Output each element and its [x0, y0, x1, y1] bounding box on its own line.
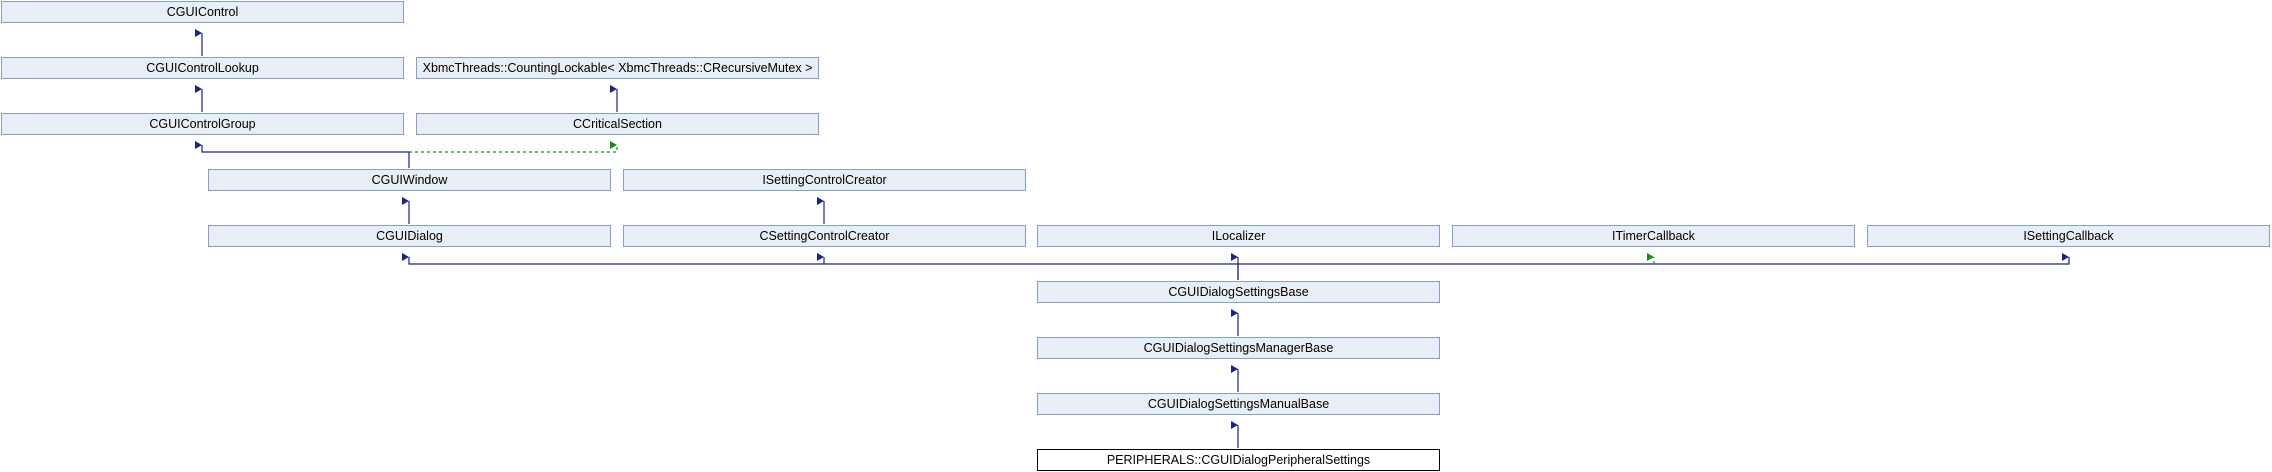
node-cguicontrolgroup[interactable]: CGUIControlGroup	[1, 113, 404, 135]
node-cguidialog[interactable]: CGUIDialog	[208, 225, 611, 247]
node-cguidialogsettingsmanagerbase[interactable]: CGUIDialogSettingsManagerBase	[1037, 337, 1440, 359]
node-ccriticalsection[interactable]: CCriticalSection	[416, 113, 819, 135]
node-cguidialogsettingsbase[interactable]: CGUIDialogSettingsBase	[1037, 281, 1440, 303]
node-csettingcontrolcreator[interactable]: CSettingControlCreator	[623, 225, 1026, 247]
edge-window-to-critsec	[409, 141, 618, 153]
node-cguicontrol[interactable]: CGUIControl	[1, 1, 404, 23]
node-cguicontrollookup[interactable]: CGUIControlLookup	[1, 57, 404, 79]
node-isettingcallback[interactable]: ISettingCallback	[1867, 225, 2270, 247]
edge-settingsbase-to-isettingcallback	[1238, 253, 2070, 265]
node-itimercallback[interactable]: ITimerCallback	[1452, 225, 1855, 247]
node-cguiwindow[interactable]: CGUIWindow	[208, 169, 611, 191]
node-isettingcontrolcreator[interactable]: ISettingControlCreator	[623, 169, 1026, 191]
edge-window-to-group	[195, 141, 410, 168]
node-ilocalizer[interactable]: ILocalizer	[1037, 225, 1440, 247]
node-cguidialogsettingsmanualbase[interactable]: CGUIDialogSettingsManualBase	[1037, 393, 1440, 415]
node-countinglockable[interactable]: XbmcThreads::CountingLockable< XbmcThrea…	[416, 57, 819, 79]
node-peripheralsettings: PERIPHERALS::CGUIDialogPeripheralSetting…	[1037, 449, 1440, 471]
